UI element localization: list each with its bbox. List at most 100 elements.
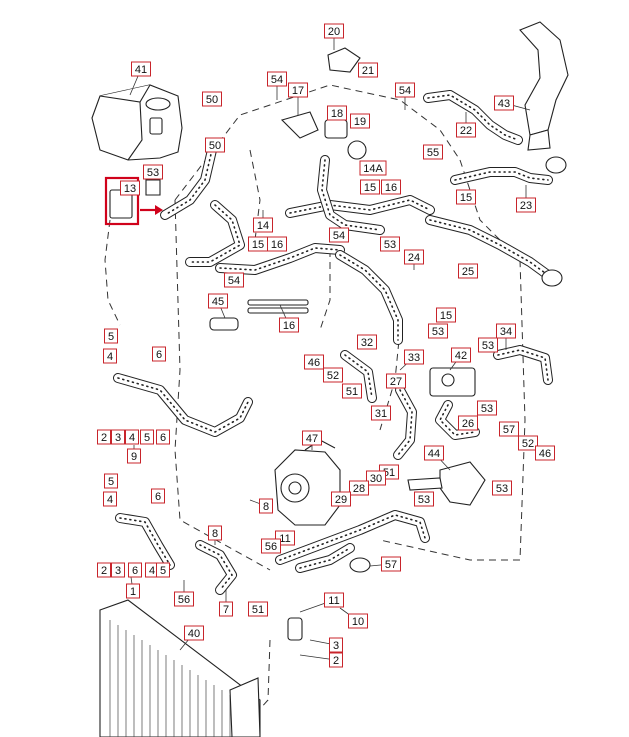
radiator xyxy=(99,599,261,737)
part-label-13: 13 xyxy=(120,180,140,196)
oil-cooler xyxy=(429,367,476,397)
part-label-54: 54 xyxy=(395,82,415,98)
part-number: 51 xyxy=(346,386,358,398)
part-number: 55 xyxy=(427,147,439,159)
part-label-5: 5 xyxy=(156,562,170,578)
part-number: 24 xyxy=(408,252,420,264)
part-number: 6 xyxy=(155,491,161,503)
part-label-24: 24 xyxy=(404,249,424,265)
part-number: 56 xyxy=(265,541,277,553)
part-label-6: 6 xyxy=(156,429,170,445)
part-number: 46 xyxy=(308,357,320,369)
part-number: 18 xyxy=(331,108,343,120)
part-label-3: 3 xyxy=(111,429,125,445)
part-label-8: 8 xyxy=(259,498,273,514)
part-label-6: 6 xyxy=(152,346,166,362)
part-label-50: 50 xyxy=(202,91,222,107)
part-number: 52 xyxy=(327,370,339,382)
part-label-6: 6 xyxy=(128,562,142,578)
part-number: 32 xyxy=(361,337,373,349)
upper-coolant-pipe xyxy=(519,21,569,287)
part-label-20: 20 xyxy=(324,23,344,39)
part-number: 11 xyxy=(279,533,290,545)
part-label-2: 2 xyxy=(97,562,111,578)
coolant-reservoir xyxy=(91,84,183,161)
part-label-4: 4 xyxy=(103,348,117,364)
part-number: 23 xyxy=(520,200,532,212)
part-number: 54 xyxy=(399,85,411,97)
part-number: 13 xyxy=(124,183,136,195)
part-label-23: 23 xyxy=(516,197,536,213)
part-number: 53 xyxy=(384,239,396,251)
part-label-45: 45 xyxy=(208,293,228,309)
part-number: 4 xyxy=(149,565,155,577)
coolant-distributor xyxy=(407,461,486,506)
part-label-27: 27 xyxy=(386,373,406,389)
part-label-3: 3 xyxy=(111,562,125,578)
part-label-5: 5 xyxy=(104,473,118,489)
part-label-2: 2 xyxy=(97,429,111,445)
part-label-26: 26 xyxy=(458,415,478,431)
part-number: 26 xyxy=(462,418,474,430)
part-number: 4 xyxy=(107,351,113,363)
part-label-1: 1 xyxy=(126,583,140,599)
part-label-21: 21 xyxy=(358,62,378,78)
part-number: 41 xyxy=(135,64,147,76)
part-label-53: 53 xyxy=(478,337,498,353)
part-label-32: 32 xyxy=(357,334,377,350)
part-number: 5 xyxy=(144,432,150,444)
part-number: 46 xyxy=(539,448,551,460)
water-pump xyxy=(274,439,341,526)
part-label-54: 54 xyxy=(267,71,287,87)
part-number: 47 xyxy=(306,433,318,445)
part-number: 40 xyxy=(188,628,200,640)
part-number: 16 xyxy=(271,239,283,251)
part-label-34: 34 xyxy=(496,323,516,339)
part-label-50: 50 xyxy=(205,137,225,153)
part-label-41: 41 xyxy=(131,61,151,77)
part-label-15: 15 xyxy=(456,189,476,205)
part-label-8: 8 xyxy=(208,525,222,541)
part-label-46: 46 xyxy=(304,354,324,370)
part-number: 3 xyxy=(115,432,121,444)
part-label-9: 9 xyxy=(127,448,141,464)
part-number: 50 xyxy=(209,140,221,152)
part-number: 4 xyxy=(107,494,113,506)
part-label-14: 14 xyxy=(253,217,273,233)
part-number: 5 xyxy=(108,476,114,488)
part-number: 42 xyxy=(455,350,467,362)
highlight-box xyxy=(104,176,163,226)
part-label-31: 31 xyxy=(371,405,391,421)
part-label-53: 53 xyxy=(414,491,434,507)
part-number: 44 xyxy=(428,448,440,460)
part-number: 15 xyxy=(252,239,264,251)
part-number: 57 xyxy=(503,424,515,436)
part-number: 54 xyxy=(333,230,345,242)
part-number: 8 xyxy=(212,528,218,540)
part-number: 34 xyxy=(500,326,512,338)
part-label-5: 5 xyxy=(140,429,154,445)
part-number: 56 xyxy=(178,594,190,606)
part-number: 54 xyxy=(228,275,240,287)
part-number: 54 xyxy=(271,74,283,86)
part-number: 4 xyxy=(129,432,135,444)
part-number: 2 xyxy=(333,655,339,667)
part-number: 6 xyxy=(160,432,166,444)
part-number: 53 xyxy=(496,483,508,495)
part-number: 53 xyxy=(432,326,444,338)
part-label-6: 6 xyxy=(151,488,165,504)
part-label-7: 7 xyxy=(219,601,233,617)
part-label-15: 15 xyxy=(436,307,456,323)
part-label-5: 5 xyxy=(104,328,118,344)
part-label-29: 29 xyxy=(331,491,351,507)
part-label-19: 19 xyxy=(350,113,370,129)
part-label-22: 22 xyxy=(456,122,476,138)
part-label-54: 54 xyxy=(329,227,349,243)
part-label-4: 4 xyxy=(145,562,159,578)
part-number: 2 xyxy=(101,432,107,444)
part-label-53: 53 xyxy=(380,236,400,252)
part-number: 33 xyxy=(408,352,420,364)
part-number: 43 xyxy=(498,98,510,110)
part-label-30: 30 xyxy=(366,470,386,486)
